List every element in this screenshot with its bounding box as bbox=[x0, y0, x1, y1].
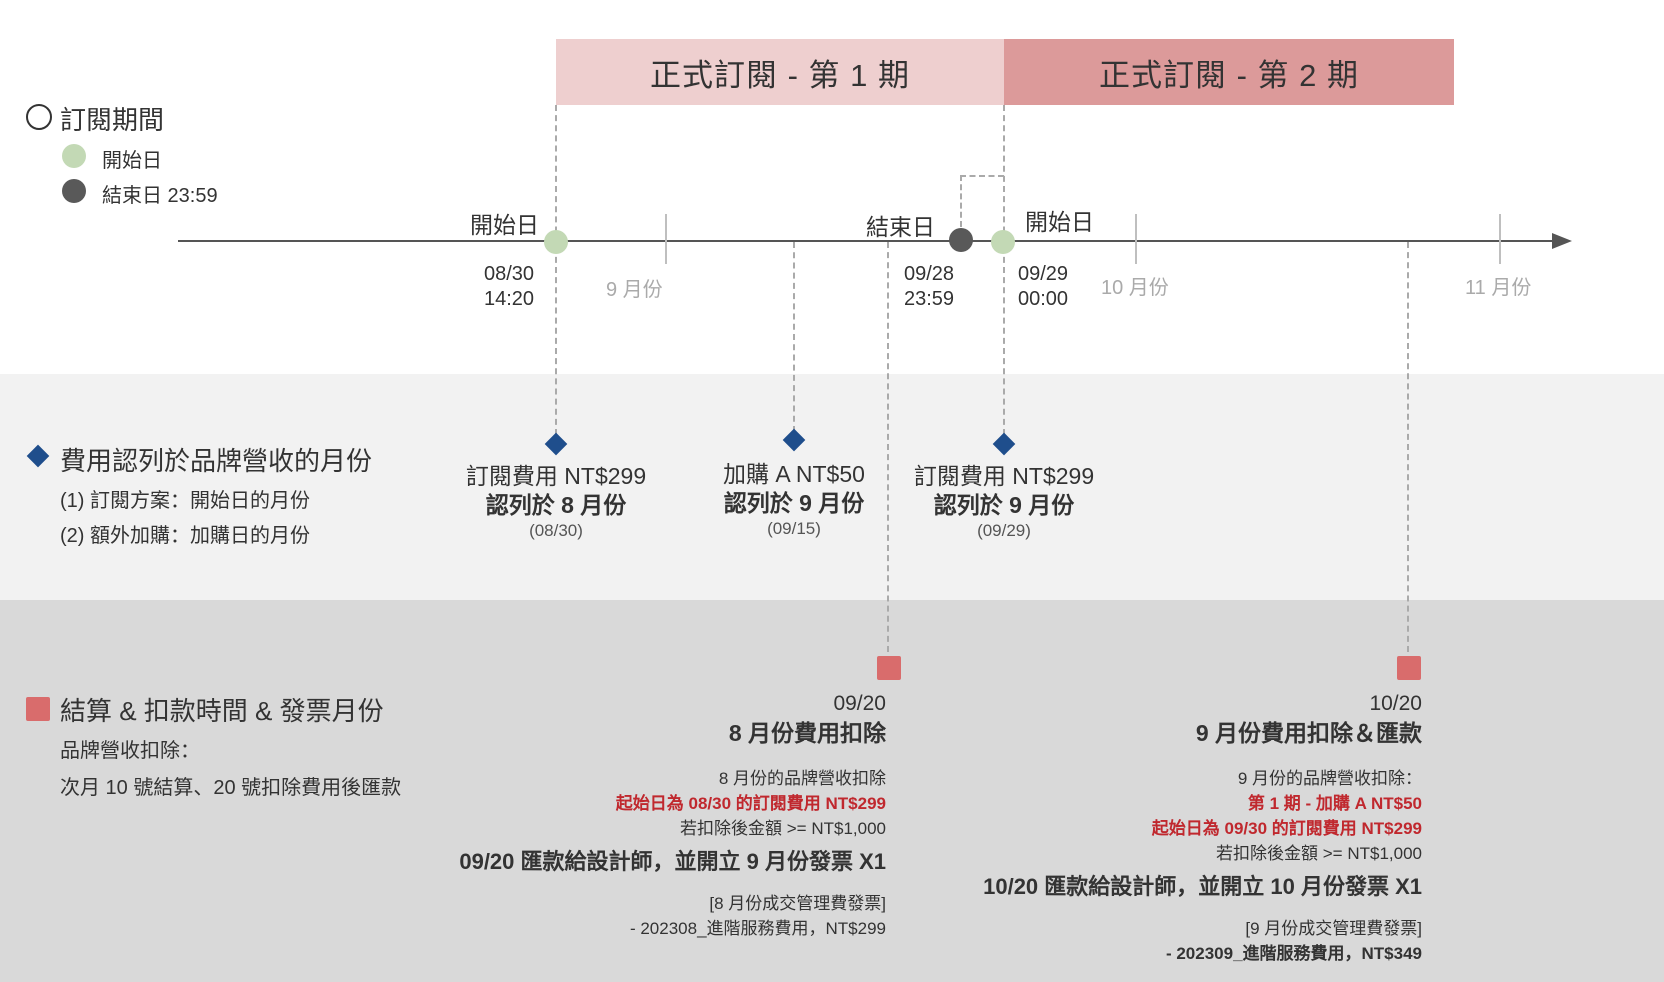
guide-line-settle1 bbox=[887, 242, 889, 652]
settlement-2-date: 10/20 bbox=[1369, 692, 1422, 715]
settlement-1-square bbox=[877, 656, 901, 680]
month-label-nov: 11 月份 bbox=[1465, 277, 1532, 299]
end-date: 09/28 bbox=[904, 263, 955, 285]
legend-settlement-rule-1: 品牌營收扣除： bbox=[60, 740, 200, 762]
dark-dot-icon bbox=[62, 179, 86, 203]
period-2-bar: 正式訂閱 - 第 2 期 bbox=[1004, 39, 1454, 105]
period-1-label: 正式訂閱 - 第 1 期 bbox=[649, 57, 910, 93]
settlement-1-payout: 09/20 匯款給設計師，並開立 9 月份發票 X1 bbox=[459, 849, 886, 874]
start2-time: 00:00 bbox=[1018, 288, 1069, 310]
start2-date: 09/29 bbox=[1018, 263, 1069, 285]
tick-oct bbox=[1135, 214, 1137, 264]
recognition-3-date: (09/29) bbox=[977, 521, 1031, 540]
settlement-2-highlight-1: 第 1 期 - 加購 A NT$50 bbox=[1247, 794, 1422, 813]
settlement-2-title: 9 月份費用扣除＆匯款 bbox=[1195, 720, 1422, 746]
start1-label: 開始日 bbox=[470, 212, 539, 238]
legend-recognition-rule-1: (1) 訂閱方案：開始日的月份 bbox=[60, 490, 310, 512]
arrow-right-icon bbox=[1552, 233, 1572, 249]
start1-time: 14:20 bbox=[484, 288, 535, 310]
legend-start-label: 開始日 bbox=[102, 150, 162, 172]
settlement-1-highlight: 起始日為 08/30 的訂閱費用 NT$299 bbox=[615, 794, 886, 813]
end-time: 23:59 bbox=[904, 288, 955, 310]
start1-date: 08/30 bbox=[484, 263, 535, 285]
settlement-2-highlight-2: 起始日為 09/30 的訂閱費用 NT$299 bbox=[1151, 819, 1422, 838]
legend-end-label: 結束日 23:59 bbox=[102, 185, 218, 207]
legend-recognition-title: 費用認列於品牌營收的月份 bbox=[60, 446, 373, 476]
start2-label: 開始日 bbox=[1025, 209, 1094, 235]
settlement-1-invoice-title: [8 月份成交管理費發票] bbox=[709, 894, 886, 913]
guide-line-start1 bbox=[555, 105, 557, 435]
circle-outline-icon bbox=[26, 104, 52, 130]
recognition-2: 加購 A NT$50 認列於 9 月份 (09/15) bbox=[694, 460, 894, 540]
end-datetime: 09/28 23:59 bbox=[904, 262, 954, 312]
month-label-oct: 10 月份 bbox=[1101, 277, 1169, 299]
period-1-bar: 正式訂閱 - 第 1 期 bbox=[556, 39, 1004, 105]
recognition-2-amount: 加購 A NT$50 bbox=[723, 461, 865, 487]
recognition-3: 訂閱費用 NT$299 認列於 9 月份 (09/29) bbox=[904, 462, 1104, 542]
guide-line-addon bbox=[793, 242, 795, 432]
settlement-band bbox=[0, 600, 1664, 982]
recognition-3-month: 認列於 9 月份 bbox=[933, 492, 1075, 518]
settlement-2-square bbox=[1397, 656, 1421, 680]
settlement-1-invoice-item: - 202308_進階服務費用，NT$299 bbox=[629, 919, 886, 938]
start2-datetime: 09/29 00:00 bbox=[1018, 262, 1068, 312]
green-dot-icon bbox=[62, 144, 86, 168]
settlement-2-condition: 若扣除後金額 >= NT$1,000 bbox=[1216, 844, 1422, 863]
settlement-1-date: 09/20 bbox=[833, 692, 886, 715]
settlement-2-invoice-title: [9 月份成交管理費發票] bbox=[1245, 919, 1422, 938]
tick-sep bbox=[665, 214, 667, 264]
settlement-1-condition: 若扣除後金額 >= NT$1,000 bbox=[680, 819, 886, 838]
recognition-1-date: (08/30) bbox=[529, 521, 583, 540]
guide-line-settle2 bbox=[1407, 242, 1409, 652]
settlement-1: 09/20 8 月份費用扣除 8 月份的品牌營收扣除 起始日為 08/30 的訂… bbox=[459, 690, 886, 941]
recognition-2-date: (09/15) bbox=[767, 519, 821, 538]
settlement-2-invoice-item: - 202309_進階服務費用，NT$349 bbox=[1165, 944, 1422, 963]
recognition-1: 訂閱費用 NT$299 認列於 8 月份 (08/30) bbox=[456, 462, 656, 542]
guide-line-start2 bbox=[1003, 105, 1005, 435]
timeline-axis bbox=[178, 240, 1552, 242]
tick-nov bbox=[1499, 214, 1501, 264]
recognition-3-amount: 訂閱費用 NT$299 bbox=[913, 463, 1095, 489]
recognition-1-amount: 訂閱費用 NT$299 bbox=[465, 463, 647, 489]
red-square-icon bbox=[26, 697, 50, 721]
legend-subscription-title: 訂閱期間 bbox=[60, 105, 165, 135]
recognition-band bbox=[0, 374, 1664, 600]
end-dot bbox=[949, 228, 973, 252]
month-label-sep: 9 月份 bbox=[606, 279, 663, 301]
legend-recognition-rule-2: (2) 額外加購：加購日的月份 bbox=[60, 525, 310, 547]
recognition-1-month: 認列於 8 月份 bbox=[485, 492, 627, 518]
settlement-2: 10/20 9 月份費用扣除＆匯款 9 月份的品牌營收扣除： 第 1 期 - 加… bbox=[983, 690, 1422, 966]
legend-settlement-rule-2: 次月 10 號結算、20 號扣除費用後匯款 bbox=[60, 777, 402, 799]
recognition-2-month: 認列於 9 月份 bbox=[723, 490, 865, 516]
legend-settlement-title: 結算 & 扣款時間 & 發票月份 bbox=[60, 696, 384, 726]
settlement-2-desc: 9 月份的品牌營收扣除： bbox=[1237, 769, 1422, 788]
settlement-1-title: 8 月份費用扣除 bbox=[728, 720, 886, 746]
start2-dot bbox=[991, 230, 1015, 254]
start1-datetime: 08/30 14:20 bbox=[484, 262, 534, 312]
settlement-1-desc: 8 月份的品牌營收扣除 bbox=[718, 769, 886, 788]
bracket-left bbox=[960, 175, 962, 227]
end-label: 結束日 bbox=[866, 214, 935, 240]
bracket-top bbox=[960, 175, 1004, 177]
period-2-label: 正式訂閱 - 第 2 期 bbox=[1098, 57, 1359, 93]
settlement-2-payout: 10/20 匯款給設計師，並開立 10 月份發票 X1 bbox=[983, 874, 1422, 899]
start1-dot bbox=[544, 230, 568, 254]
